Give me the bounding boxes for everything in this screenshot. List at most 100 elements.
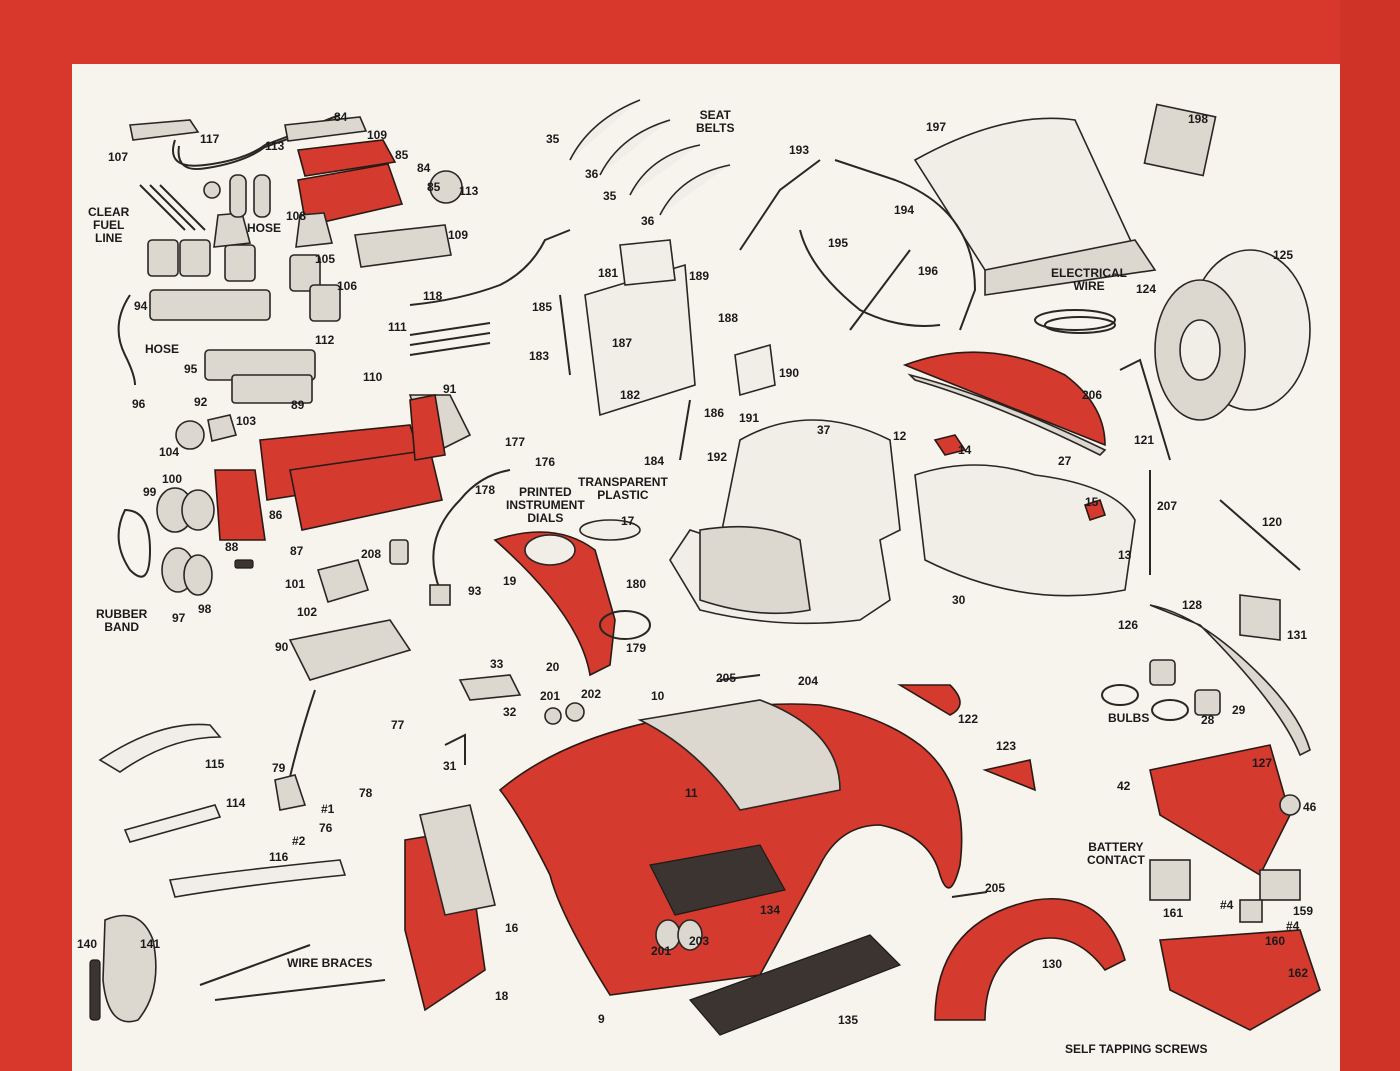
label-9: 9 (598, 1012, 605, 1026)
label-191: 191 (739, 411, 760, 425)
label-27: 27 (1058, 454, 1072, 468)
label-86: 86 (269, 508, 283, 522)
label-187: 187 (612, 336, 633, 350)
label-195: 195 (828, 236, 849, 250)
label-rubber-band: RUBBER BAND (96, 607, 148, 634)
label-113: 113 (265, 139, 285, 153)
label-clear-fuel-line: CLEAR FUEL LINE (88, 205, 130, 245)
label-197: 197 (926, 120, 947, 134)
label-176: 176 (535, 455, 556, 469)
label-124: 124 (1136, 282, 1157, 296)
label-42: 42 (1117, 779, 1131, 793)
label-4: #4 (1286, 919, 1300, 933)
label-91: 91 (443, 382, 457, 396)
label-121: 121 (1134, 433, 1155, 447)
dashboard (493, 519, 651, 677)
label-78: 78 (359, 786, 373, 800)
label-11: 11 (685, 786, 698, 800)
label-196: 196 (918, 264, 939, 278)
label-20: 20 (546, 660, 560, 674)
label-177: 177 (505, 435, 526, 449)
label-84: 84 (334, 110, 348, 124)
lower-exhaust-parts (98, 689, 347, 898)
top-bows (739, 159, 977, 331)
label-31: 31 (443, 759, 457, 773)
label-electrical-wire: ELECTRICAL WIRE (1051, 266, 1127, 293)
label-184: 184 (644, 454, 665, 468)
label-194: 194 (894, 203, 915, 217)
red-border-right (1340, 0, 1400, 1071)
label-208: 208 (361, 547, 382, 561)
label-17: 17 (621, 514, 635, 528)
label-104: 104 (159, 445, 180, 459)
label-13: 13 (1118, 548, 1132, 562)
label-95: 95 (184, 362, 198, 376)
label-103: 103 (236, 414, 257, 428)
label-self-tapping-screws: SELF TAPPING SCREWS (1065, 1042, 1208, 1056)
label-207: 207 (1157, 499, 1178, 513)
pulleys (117, 414, 238, 596)
label-35: 35 (603, 189, 617, 203)
label-85: 85 (395, 148, 409, 162)
label-90: 90 (275, 640, 289, 654)
label-115: 115 (205, 757, 225, 771)
label-92: 92 (194, 395, 208, 409)
label-107: 107 (108, 150, 129, 164)
label-206: 206 (1082, 388, 1103, 402)
label-seat-belts: SEAT BELTS (696, 108, 735, 135)
label-100: 100 (162, 472, 183, 486)
label-printed-instrument-dials: PRINTED INSTRUMENT DIALS (506, 485, 585, 525)
label-114: 114 (226, 796, 246, 810)
label-12: 12 (893, 429, 907, 443)
seat-belts (569, 99, 731, 216)
label-118: 118 (423, 289, 443, 303)
label-116: 116 (269, 850, 289, 864)
seat (669, 419, 901, 625)
lights-bulbs (897, 659, 1221, 792)
label-hose: HOSE (145, 342, 180, 356)
label-15: 15 (1085, 495, 1099, 509)
label-159: 159 (1293, 904, 1314, 918)
label-185: 185 (532, 300, 553, 314)
label-127: 127 (1252, 756, 1273, 770)
label-162: 162 (1288, 966, 1309, 980)
engine-block (214, 394, 472, 541)
label-102: 102 (297, 605, 318, 619)
label-98: 98 (198, 602, 212, 616)
label-76: 76 (319, 821, 333, 835)
frame-rails (1149, 470, 1311, 757)
label-14: 14 (958, 443, 972, 457)
label-106: 106 (337, 279, 358, 293)
label-181: 181 (598, 266, 619, 280)
fender-and-running-board (688, 898, 1126, 1036)
label-112: 112 (315, 333, 335, 347)
label-109: 109 (448, 228, 469, 242)
red-border-top (0, 0, 1400, 64)
air-cleaners (203, 170, 463, 248)
label-77: 77 (391, 718, 405, 732)
label-179: 179 (626, 641, 647, 655)
wheel-and-spare (1119, 249, 1311, 461)
label-193: 193 (789, 143, 810, 157)
label-19: 19 (503, 574, 517, 588)
label-202: 202 (581, 687, 602, 701)
label-192: 192 (707, 450, 728, 464)
label-2: #2 (292, 834, 306, 848)
label-189: 189 (689, 269, 710, 283)
starter-oil-pan (234, 469, 511, 681)
label-93: 93 (468, 584, 482, 598)
label-85: 85 (427, 180, 441, 194)
label-110: 110 (363, 370, 383, 384)
label-36: 36 (641, 214, 655, 228)
label-84: 84 (417, 161, 431, 175)
label-30: 30 (952, 593, 966, 607)
label-87: 87 (290, 544, 304, 558)
label-204: 204 (798, 674, 819, 688)
label-125: 125 (1273, 248, 1294, 262)
label-28: 28 (1201, 713, 1215, 727)
label-161: 161 (1163, 906, 1184, 920)
front-suspension-parts (444, 674, 988, 898)
label-29: 29 (1232, 703, 1246, 717)
label-18: 18 (495, 989, 509, 1003)
label-16: 16 (505, 921, 519, 935)
